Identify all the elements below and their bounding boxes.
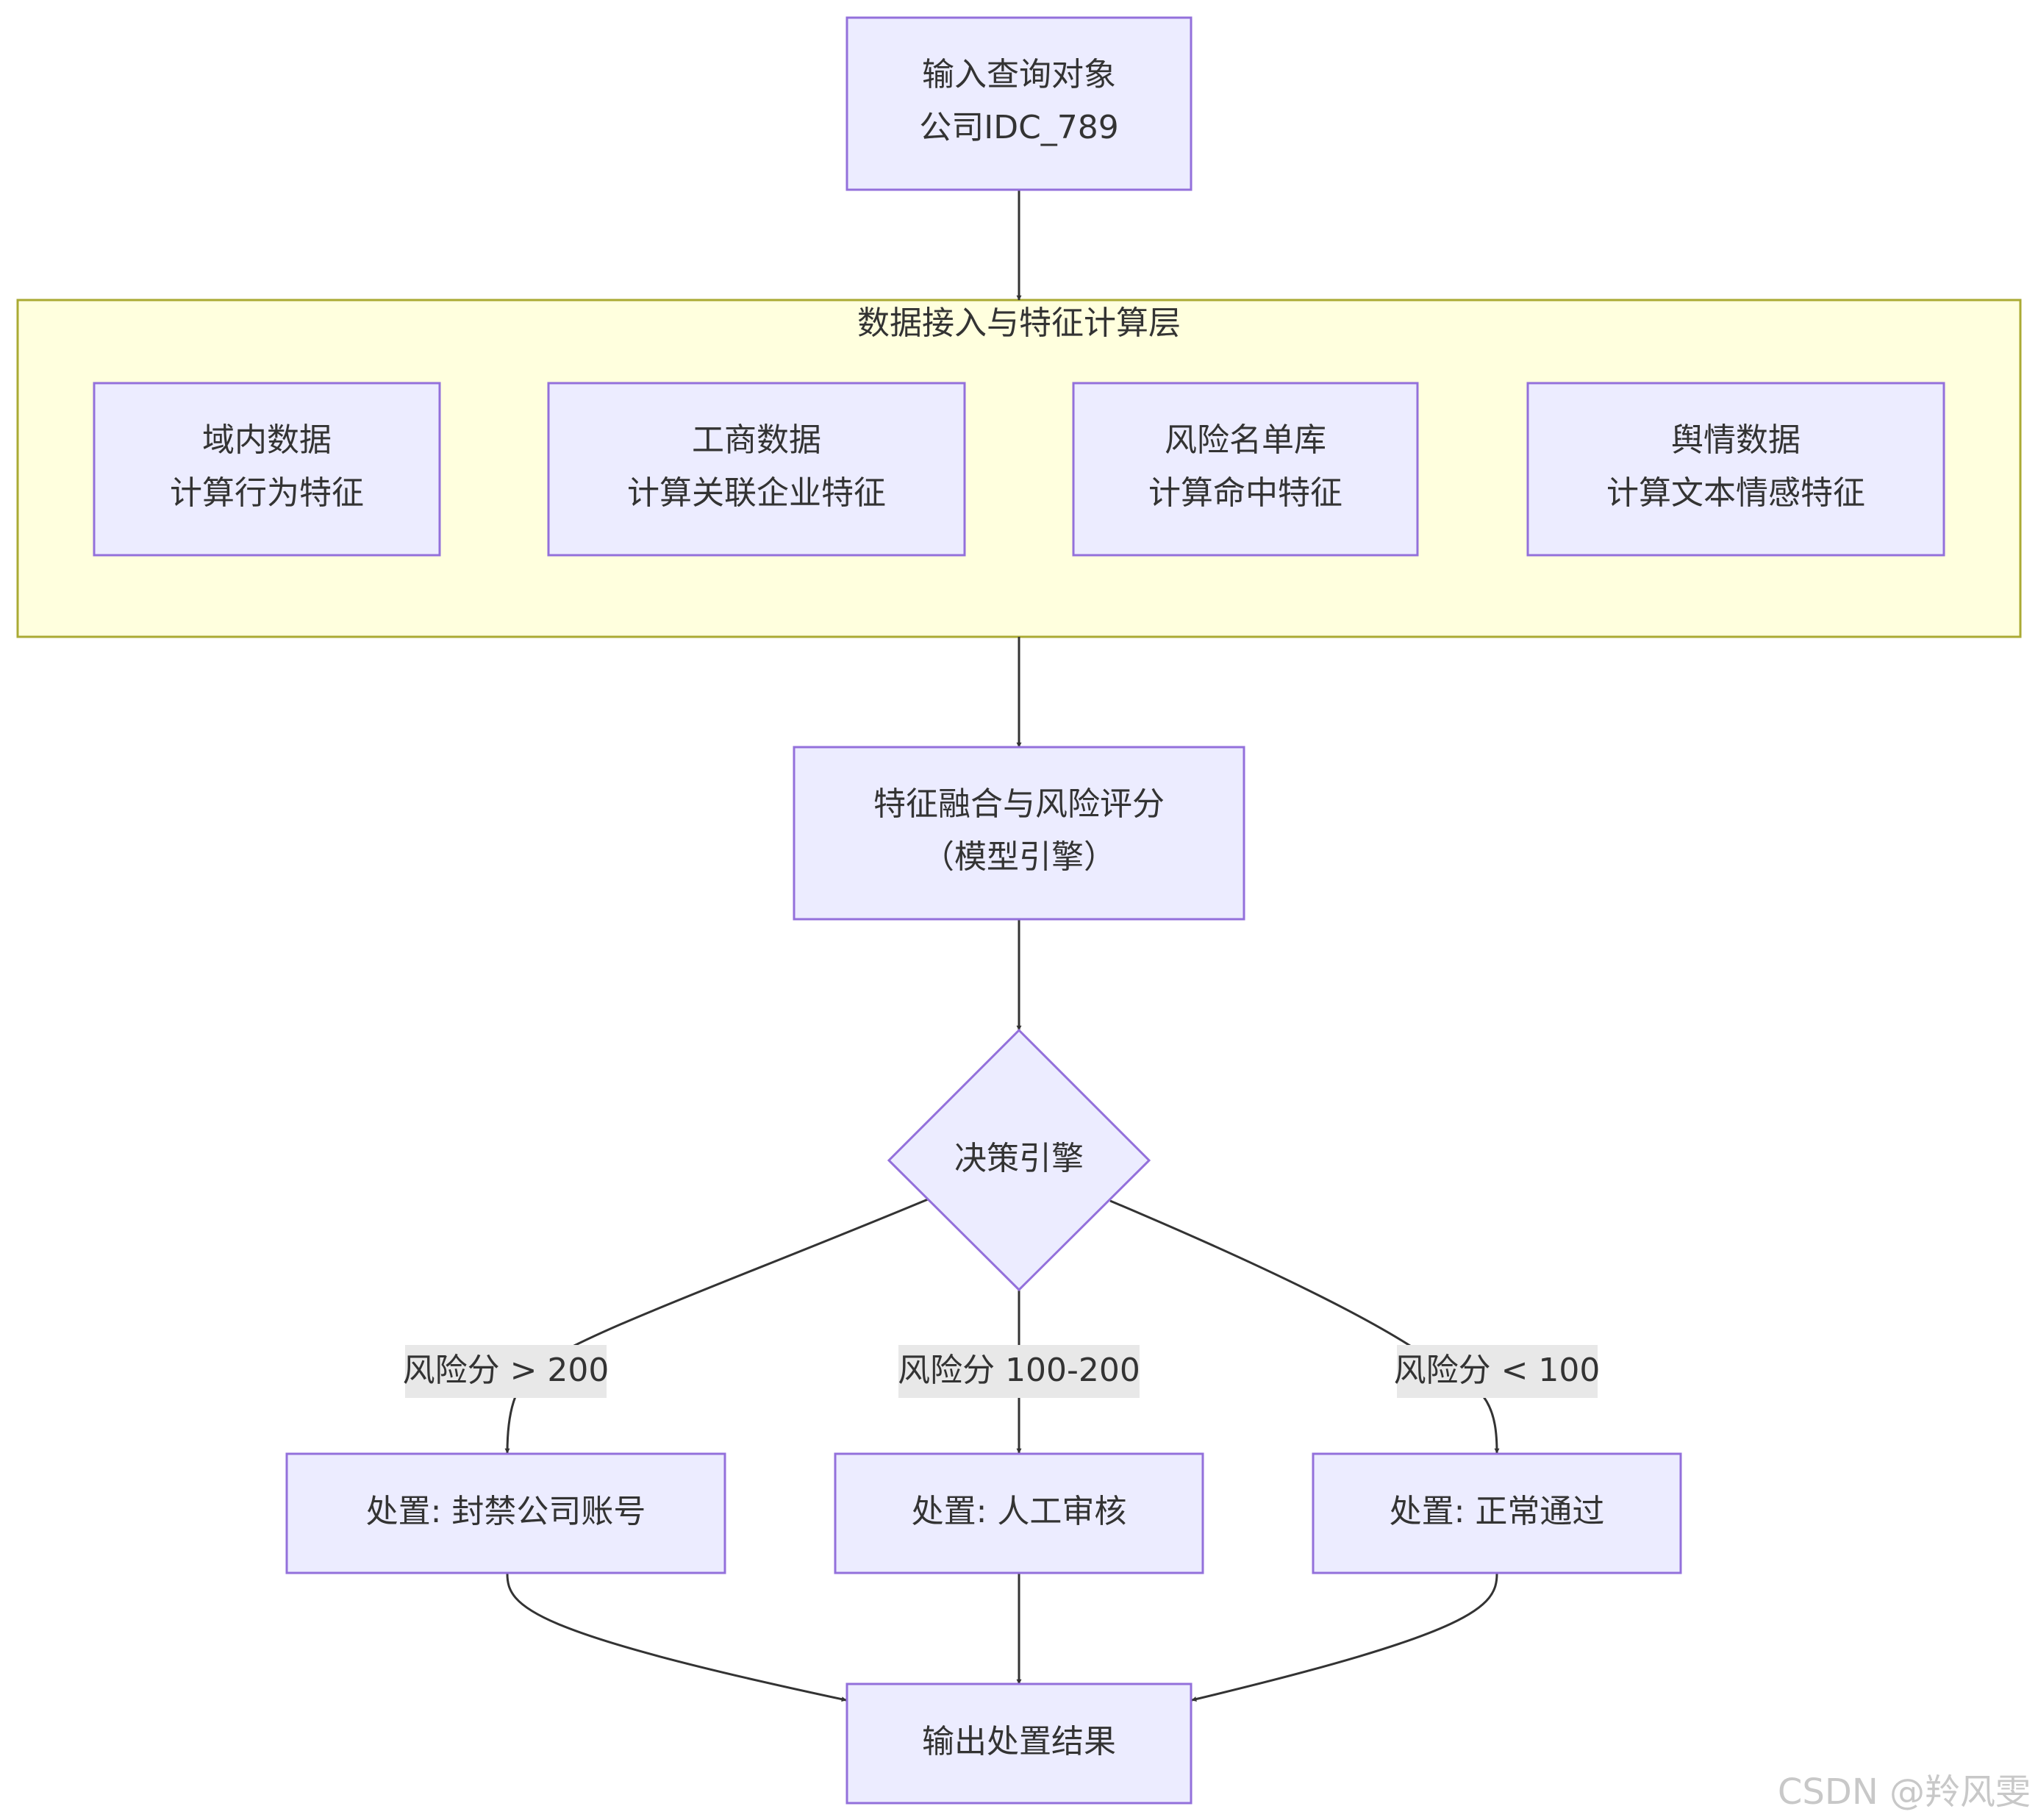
business-data-line-2: 计算关联企业特征 xyxy=(627,474,886,512)
edge-pass-to-output xyxy=(1191,1573,1498,1702)
internal-data-line-2: 计算行为特征 xyxy=(170,474,364,512)
fusion-node-line-2: （模型引擎） xyxy=(922,838,1116,876)
ban-account-label: 处置: 封禁公司账号 xyxy=(366,1493,646,1530)
output-node-label: 输出处置结果 xyxy=(922,1723,1116,1760)
normal-pass-label: 处置: 正常通过 xyxy=(1390,1493,1605,1530)
manual-review-node: 处置: 人工审核 xyxy=(834,1452,1204,1574)
ban-account-node: 处置: 封禁公司账号 xyxy=(285,1452,726,1574)
fusion-node: 特征融合与风险评分 （模型引擎） xyxy=(793,746,1245,921)
edge-label-mid: 风险分 100-200 xyxy=(898,1345,1140,1398)
business-data-node: 工商数据 计算关联企业特征 xyxy=(547,382,966,557)
normal-pass-node: 处置: 正常通过 xyxy=(1312,1452,1682,1574)
sentiment-data-node: 舆情数据 计算文本情感特征 xyxy=(1526,382,1945,557)
decision-node-label: 决策引擎 xyxy=(954,1140,1084,1177)
data-layer-title: 数据接入与特征计算层 xyxy=(857,304,1181,342)
watermark: CSDN @羚风雯 xyxy=(1777,1771,2031,1813)
input-node: 输入查询对象 公司IDC_789 xyxy=(845,16,1193,191)
edge-decision-to-ban xyxy=(504,1198,929,1454)
sentiment-data-line-2: 计算文本情感特征 xyxy=(1606,474,1865,512)
input-node-line-2: 公司IDC_789 xyxy=(919,109,1119,146)
fusion-node-line-1: 特征融合与风险评分 xyxy=(873,785,1165,823)
output-node: 输出处置结果 xyxy=(845,1682,1193,1805)
edge-label-low-text: 风险分 < 100 xyxy=(1394,1352,1601,1389)
decision-node: 决策引擎 xyxy=(887,1028,1151,1292)
manual-review-label: 处置: 人工审核 xyxy=(912,1493,1127,1530)
edge-label-high: 风险分 > 200 xyxy=(403,1345,609,1398)
internal-data-node: 域内数据 计算行为特征 xyxy=(93,382,441,557)
risk-list-line-2: 计算命中特征 xyxy=(1148,474,1342,512)
risk-list-node: 风险名单库 计算命中特征 xyxy=(1072,382,1419,557)
business-data-line-1: 工商数据 xyxy=(692,421,821,459)
risk-list-line-1: 风险名单库 xyxy=(1165,421,1326,459)
edge-label-low: 风险分 < 100 xyxy=(1394,1345,1601,1398)
sentiment-data-line-1: 舆情数据 xyxy=(1671,421,1801,459)
edge-label-mid-text: 风险分 100-200 xyxy=(898,1352,1140,1389)
internal-data-line-1: 域内数据 xyxy=(202,421,332,459)
input-node-line-1: 输入查询对象 xyxy=(922,56,1116,93)
edge-ban-to-output xyxy=(506,1573,847,1702)
edge-label-high-text: 风险分 > 200 xyxy=(403,1352,609,1389)
edge-decision-to-pass xyxy=(1109,1199,1500,1454)
